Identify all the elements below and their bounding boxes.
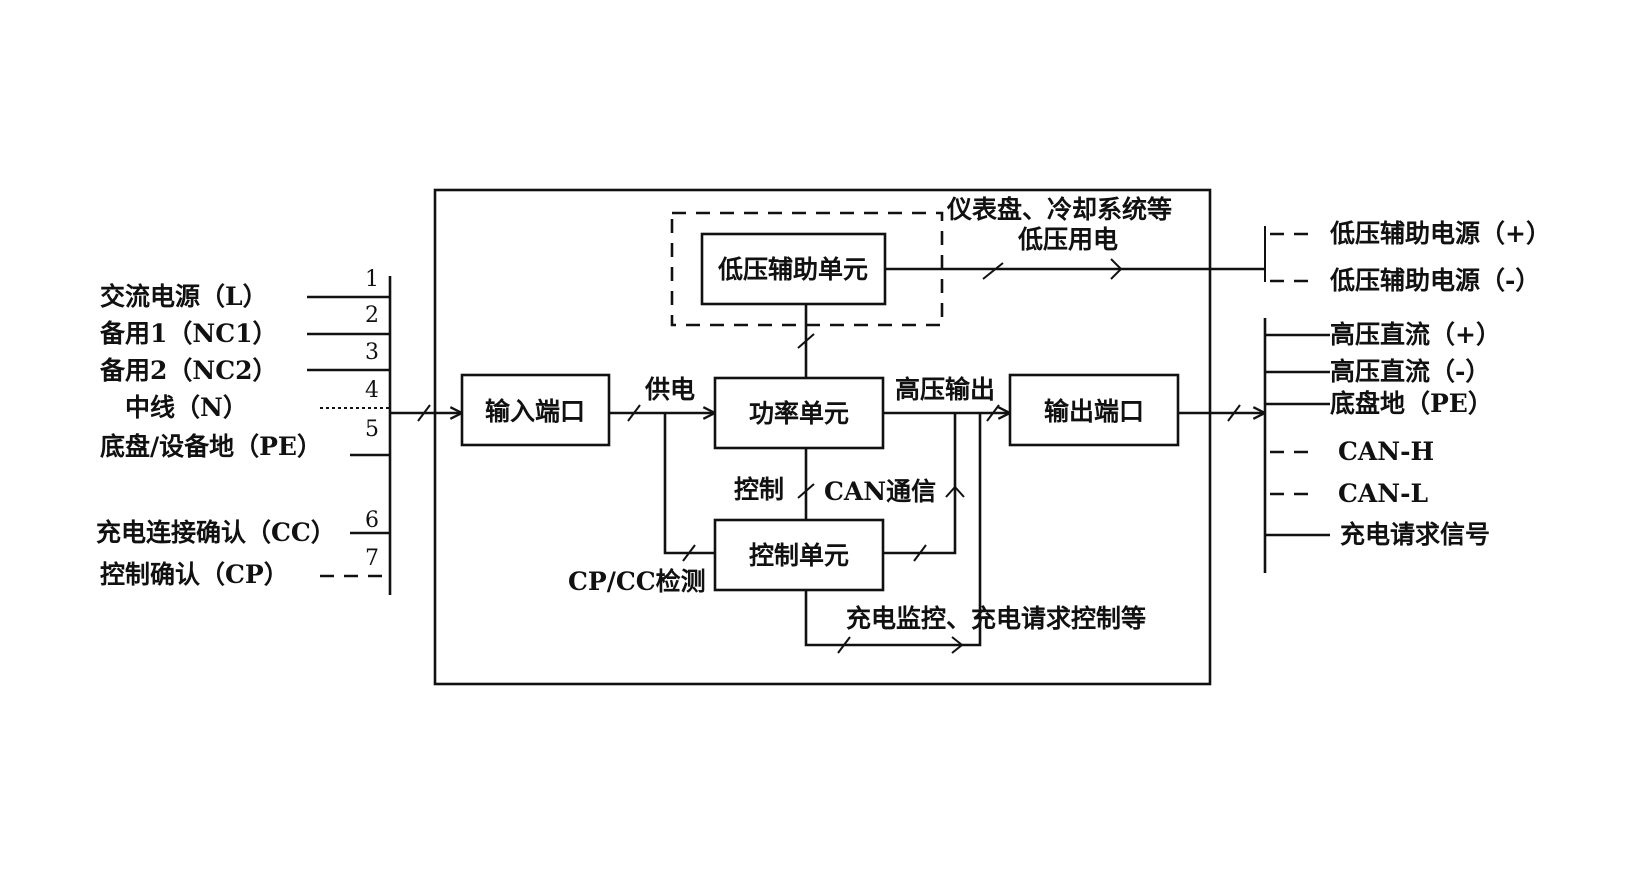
lv-power-label: 低压用电: [1017, 225, 1118, 254]
can-comm-label: CAN通信: [824, 477, 936, 506]
output-bus-slash: [1227, 404, 1241, 422]
input-signal-cp: 控制确认（CP）: [100, 560, 289, 589]
charge-monitor-line: [804, 413, 982, 647]
supply-slash: [627, 404, 641, 422]
output-lv-aux-minus: 低压辅助电源（-）: [1329, 266, 1540, 295]
input-wires: [307, 276, 392, 595]
low-voltage-aux-unit-label: 低压辅助单元: [717, 255, 868, 284]
output-charge-request: 充电请求信号: [1340, 520, 1490, 549]
output-hvdc-plus: 高压直流（+）: [1330, 320, 1501, 349]
input-signal-l: 交流电源（L）: [100, 282, 268, 311]
lv-power-slash: [982, 262, 1004, 280]
input-signal-cc: 充电连接确认（CC）: [96, 518, 336, 547]
hv-output-label: 高压输出: [895, 375, 995, 404]
pin-3: 3: [365, 340, 379, 365]
input-signal-nc1: 备用1（NC1）: [99, 319, 278, 348]
charge-monitor-arrowhead: [951, 636, 964, 654]
charge-monitor-label: 充电监控、充电请求控制等: [846, 604, 1146, 633]
output-lv-aux-plus: 低压辅助电源（+）: [1329, 219, 1551, 248]
hv-slash: [986, 404, 1000, 422]
input-signal-pe: 底盘/设备地（PE）: [100, 432, 322, 461]
input-signal-n: 中线（N）: [125, 393, 248, 422]
can-up-arrowhead: [945, 485, 965, 498]
dashboard-cooling-label: 仪表盘、冷却系统等: [946, 195, 1172, 224]
pin-6: 6: [365, 508, 379, 533]
can-output-slash: [913, 544, 927, 562]
charge-monitor-slash: [837, 636, 851, 654]
output-can-l: CAN-L: [1338, 479, 1429, 508]
output-hvdc-minus: 高压直流（-）: [1330, 357, 1490, 386]
cp-cc-detect-label: CP/CC检测: [568, 567, 706, 596]
power-unit-label: 功率单元: [749, 399, 849, 428]
input-port-label: 输入端口: [485, 397, 585, 426]
input-signal-nc2: 备用2（NC2）: [99, 356, 278, 385]
control-link-slash: [797, 483, 815, 499]
cp-cc-detect-line: [663, 413, 715, 555]
pin-7: 7: [365, 546, 379, 571]
output-wires: [1263, 226, 1330, 573]
bus-slash-in: [417, 404, 431, 422]
supply-label: 供电: [644, 375, 695, 404]
control-label: 控制: [734, 475, 784, 504]
pin-5: 5: [365, 417, 379, 442]
aux-link-slash: [797, 333, 815, 349]
output-chassis-pe: 底盘地（PE）: [1330, 389, 1493, 418]
cp-cc-slash: [682, 544, 696, 562]
pin-1: 1: [365, 267, 379, 292]
output-can-h: CAN-H: [1338, 437, 1434, 466]
can-to-output-line: [883, 413, 957, 555]
control-unit-label: 控制单元: [749, 541, 849, 570]
control-unit-box: [713, 518, 885, 592]
charger-enclosure: [433, 188, 1212, 686]
pin-2: 2: [365, 303, 379, 328]
lv-power-arrowhead: [1110, 258, 1123, 280]
pin-4: 4: [365, 378, 379, 403]
output-port-label: 输出端口: [1044, 397, 1144, 426]
